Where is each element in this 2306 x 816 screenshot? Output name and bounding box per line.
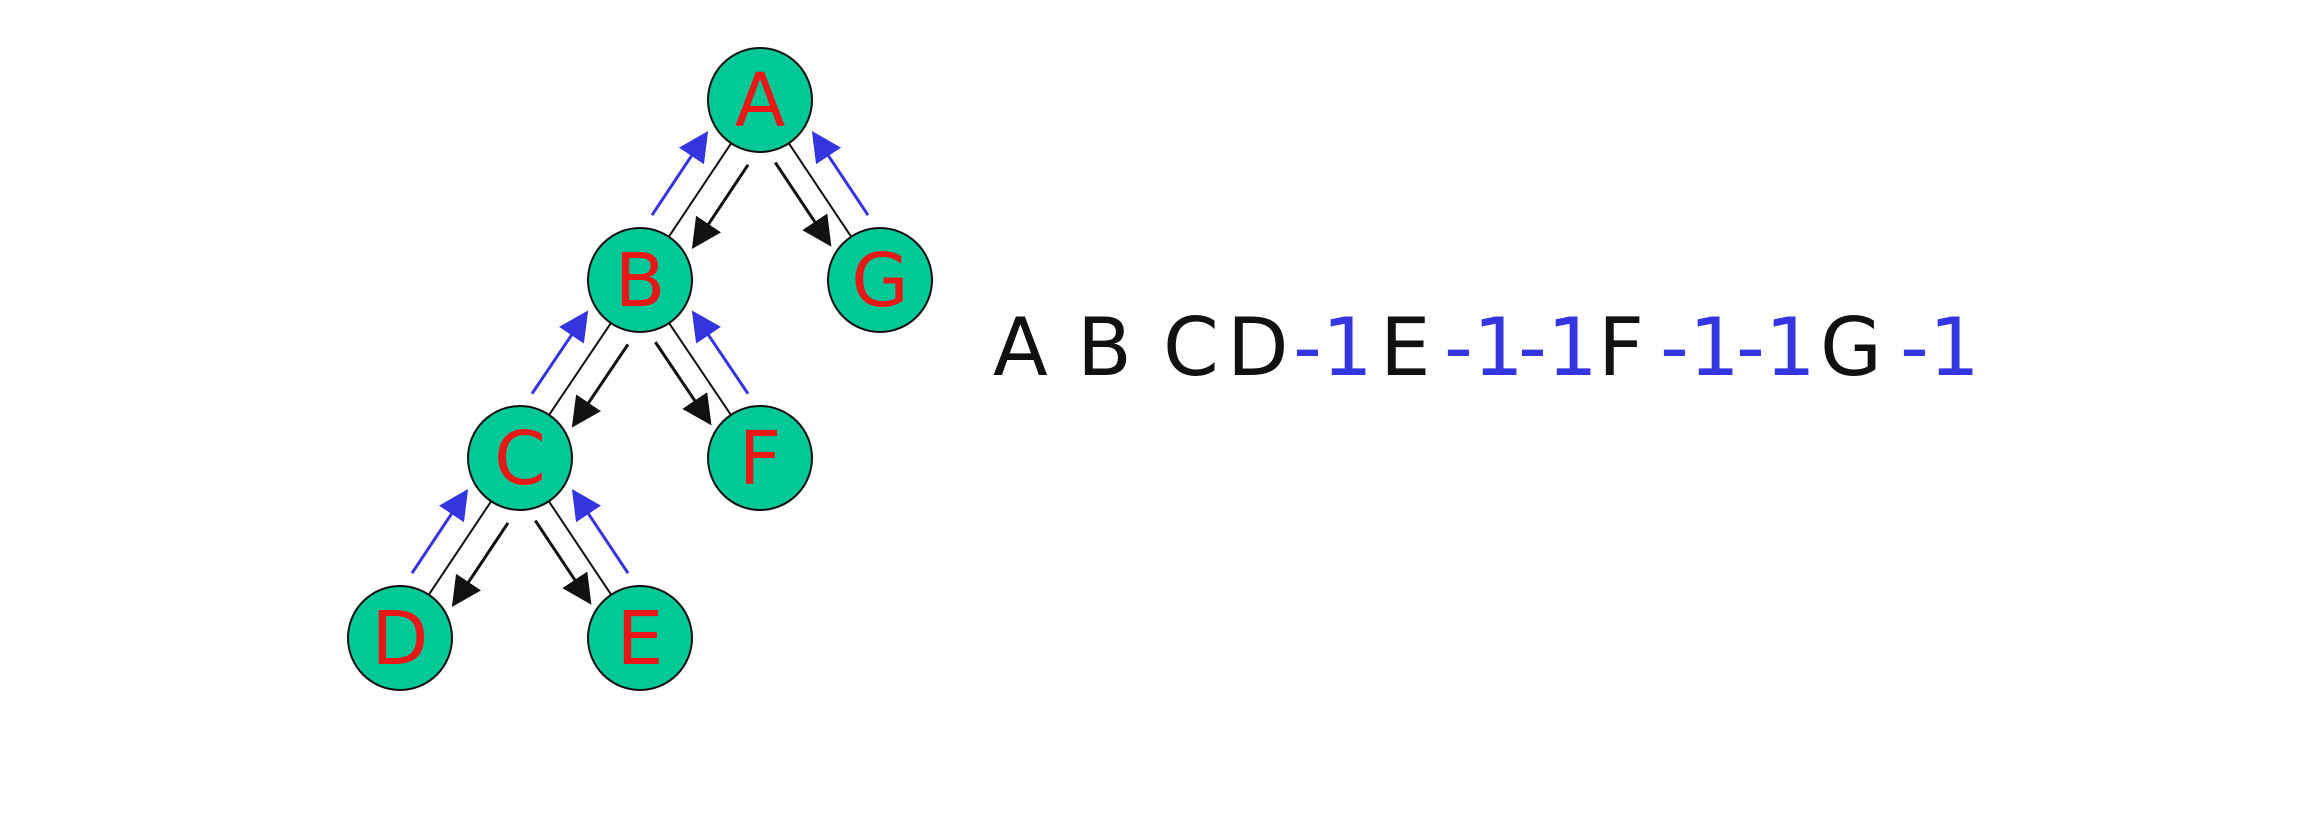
sequence-marker: -1 [1660,301,1740,394]
sequence-letter: A [993,301,1048,394]
tree-node-label: F [739,416,782,502]
tree-node-b: B [587,227,693,333]
tree-node-circle [347,585,453,691]
down-arrow-b-c [571,343,630,428]
down-arrow-c-e [534,519,592,605]
sequence-marker: -1 [1518,301,1598,394]
tree-edge-a-b [668,142,732,238]
tree-node-g: G [827,227,933,333]
tree-node-c: C [467,405,573,511]
tree-node-circle [467,405,573,511]
tree-node-a: A [707,47,813,153]
up-arrow-f-b [691,310,750,395]
up-arrow-d-c [410,488,469,575]
tree-node-f: F [707,405,813,511]
sequence-marker: -1 [1293,301,1373,394]
tree-edge-c-d [428,500,492,596]
sequence-letter: D [1227,301,1289,394]
sequence-letter: G [1820,301,1882,394]
tree-edge-a-g [788,142,852,238]
sequence-marker: -1 [1444,301,1524,394]
tree-node-circle [707,405,813,511]
sequence-letter: E [1380,301,1431,394]
tree-edge-c-e [548,500,612,596]
tree-node-label: D [372,596,429,682]
tree-edge-b-f [668,322,732,416]
tree-node-label: B [615,238,666,324]
tree-node-label: C [494,416,546,502]
up-arrow-c-b [530,310,589,395]
traversal-arrows [410,130,870,608]
up-arrow-e-c [571,488,630,575]
sequence-letter: C [1163,301,1219,394]
tree-node-circle [707,47,813,153]
down-arrow-b-f [654,341,712,426]
tree-node-e: E [587,585,693,691]
tree-edges [428,142,852,596]
tree-node-d: D [347,585,453,691]
sequence-marker: -1 [1736,301,1816,394]
tree-node-circle [587,585,693,691]
down-arrow-a-b [691,163,750,250]
sequence-letter: B [1077,301,1132,394]
tree-node-label: A [735,58,786,144]
tree-nodes: A B C D E F G [347,47,933,691]
tree-node-circle [827,227,933,333]
sequence-letter: F [1598,301,1644,394]
down-arrow-c-d [451,521,510,608]
down-arrow-a-g [774,161,832,247]
up-arrow-b-a [650,130,709,217]
sequence-marker: -1 [1900,301,1980,394]
tree-node-label: G [851,238,908,324]
tree-node-circle [587,227,693,333]
up-arrow-g-a [811,130,870,217]
tree-node-label: E [617,596,664,682]
tree-edge-b-c [548,322,612,416]
